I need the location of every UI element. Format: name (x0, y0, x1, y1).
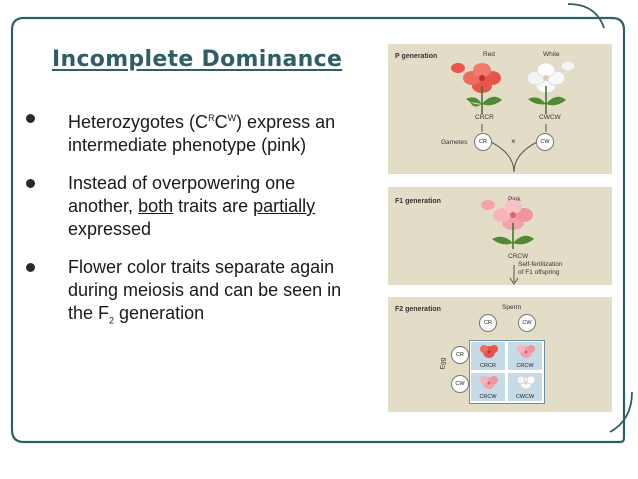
bullet-3-text-c: generation (114, 303, 205, 323)
bullet-dot (26, 114, 35, 123)
self-fertilization-note: Self-fertilization (518, 261, 563, 268)
punnett-square: CRCR CRCW CRCW CWCW (469, 340, 545, 404)
bullet-2-underline-partially: partially (253, 196, 316, 216)
bullet-1-sup-w: W (227, 113, 237, 123)
pink-flower-icon (480, 376, 498, 389)
genotype-right: CWCW (539, 114, 561, 121)
gametes-label: Gametes (441, 139, 468, 146)
genotype-left: CRCR (475, 114, 494, 121)
p-generation-label: P generation (395, 53, 438, 60)
egg-top-icon: CR (451, 346, 469, 364)
bullet-dot (26, 179, 35, 188)
cell-genotype: CRCW (516, 363, 534, 369)
sperm-right-icon: CW (518, 314, 536, 332)
red-flower-icon (451, 63, 502, 114)
bullet-1-sup-r: R (208, 113, 215, 123)
punnett-cell: CRCR (470, 341, 506, 371)
white-flower-icon (516, 375, 536, 390)
punnett-cell: CRCW (507, 341, 543, 371)
gamete-right-icon: CW (536, 133, 554, 151)
f1-generation-panel (388, 187, 612, 285)
cell-genotype: CRCW (479, 394, 497, 400)
punnett-cell: CRCW (470, 372, 506, 402)
bullet-list: Heterozygotes (CRCW) express an intermed… (18, 107, 358, 348)
f1-genotype: CRCW (508, 253, 529, 260)
f1-generation-plant (481, 200, 534, 285)
bullet-1-text-c: ) express an intermediate phenotype (pin… (68, 112, 336, 155)
bullet-separate: Flower color traits separate again durin… (18, 256, 358, 333)
cell-genotype: CRCR (480, 363, 496, 369)
p-generation-plants (451, 60, 576, 173)
pink-flower-icon (517, 345, 535, 358)
cross-sign: × (511, 137, 516, 146)
offspring-note: of F1 offspring (518, 269, 560, 276)
egg-bottom-icon: CW (451, 375, 469, 393)
red-flower-icon (480, 345, 498, 358)
f1-generation-label: F1 generation (395, 198, 441, 205)
egg-label: Egg (439, 357, 447, 370)
pink-label: Pink (508, 196, 521, 203)
bullet-1-text-a: Heterozygotes (C (68, 112, 209, 132)
bullet-dot (26, 263, 35, 272)
bullet-3-text-a: Flower color traits separate again durin… (68, 257, 342, 323)
bullet-2-underline-both: both (138, 196, 174, 216)
sperm-label: Sperm (502, 304, 522, 311)
white-flower-icon (526, 60, 576, 114)
bullet-heterozygotes: Heterozygotes (CRCW) express an intermed… (18, 107, 358, 157)
punnett-cell: CWCW (507, 372, 543, 402)
gamete-left-icon: CR (474, 133, 492, 151)
slide-title: Incomplete Dominance (52, 47, 343, 72)
pink-flower-icon (481, 200, 534, 249)
f2-generation-label: F2 generation (395, 306, 441, 313)
white-label: White (543, 51, 560, 58)
bullet-2-text-b: traits are (173, 196, 254, 216)
bullet-1-text-b: C (214, 112, 228, 132)
cell-genotype: CWCW (515, 394, 535, 400)
red-label: Red (483, 51, 495, 58)
bullet-2-text-a: Instead of overpowering one another, (68, 173, 296, 216)
bullet-overpowering: Instead of overpowering one another, bot… (18, 172, 358, 241)
bullet-3-sub: 2 (109, 315, 115, 326)
sperm-left-icon: CR (479, 314, 497, 332)
bullet-2-text-c: expressed (68, 219, 152, 239)
